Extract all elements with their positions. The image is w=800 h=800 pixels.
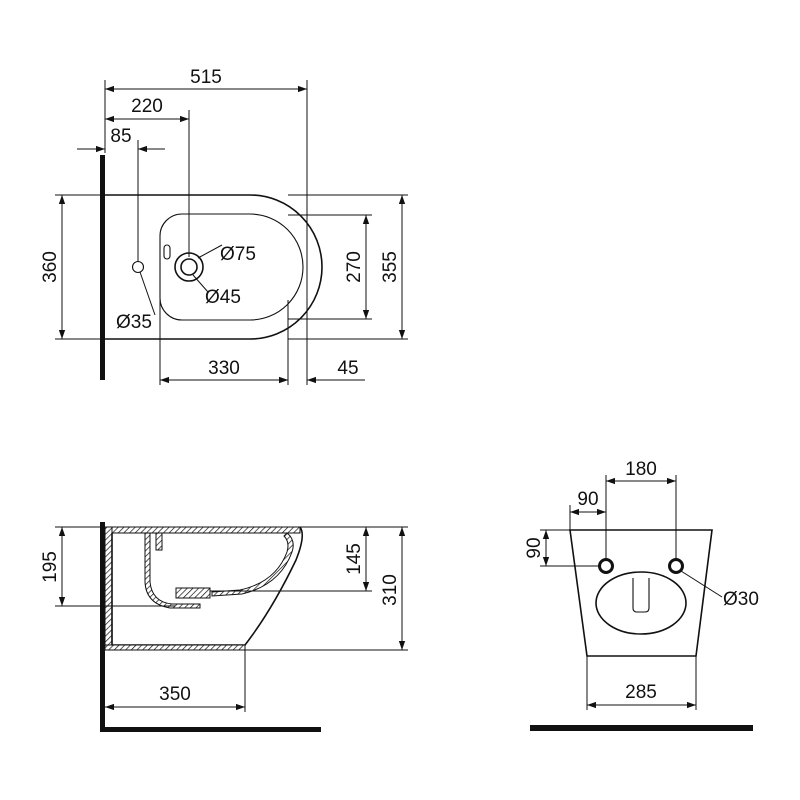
top-view: 515 220 85 360 270 355 330 45 Ø75 Ø45 Ø3… xyxy=(40,67,408,385)
dia-label-35: Ø35 xyxy=(116,312,152,333)
dim-label-45: 45 xyxy=(337,358,358,379)
side-view-top-rim xyxy=(111,526,301,534)
dim-label-180: 180 xyxy=(625,459,657,480)
dim-label-350: 350 xyxy=(159,684,191,705)
top-view-fixing-hole xyxy=(131,260,145,274)
dim-label-220: 220 xyxy=(131,96,163,117)
rear-view-fixing-hole-right xyxy=(668,558,684,574)
top-view-tap-hole-inner xyxy=(180,258,198,276)
dim-label-330: 330 xyxy=(208,358,240,379)
dim-label-310: 310 xyxy=(380,574,401,606)
side-view-wall xyxy=(100,522,105,732)
rear-view-body-outline xyxy=(569,529,713,657)
dia-label-75: Ø75 xyxy=(220,244,256,265)
side-view-tap-notch xyxy=(155,532,163,551)
dim-label-270: 270 xyxy=(344,251,365,283)
side-view-basin-wall xyxy=(144,532,201,609)
rear-view-fixing-hole-left xyxy=(598,558,614,574)
side-view-body-outline xyxy=(111,526,304,646)
dim-label-515: 515 xyxy=(190,67,222,88)
top-view-bidet-outline xyxy=(105,194,323,340)
side-view-floor xyxy=(100,727,321,732)
dim-label-85: 85 xyxy=(110,126,131,147)
side-view-base xyxy=(104,644,246,651)
side-view: 195 145 310 350 xyxy=(40,522,408,732)
dia-label-45: Ø45 xyxy=(205,287,241,308)
rear-view: 180 90 90 285 Ø30 xyxy=(524,459,759,731)
top-view-wall xyxy=(100,155,105,380)
dia-label-30: Ø30 xyxy=(723,589,759,610)
dim-label-90-vertical: 90 xyxy=(524,537,545,558)
rear-view-floor xyxy=(530,725,753,731)
dim-label-145: 145 xyxy=(344,543,365,575)
dim-label-195: 195 xyxy=(40,551,61,583)
dim-label-360: 360 xyxy=(40,251,61,283)
dim-label-355: 355 xyxy=(380,251,401,283)
rear-view-opening xyxy=(595,571,687,635)
dim-label-285: 285 xyxy=(625,682,657,703)
rear-view-drain-spout xyxy=(632,578,650,613)
top-view-inner-basin xyxy=(159,213,304,321)
side-view-back-section xyxy=(104,526,113,651)
dim-label-90-horizontal: 90 xyxy=(577,489,598,510)
top-view-overflow-slot xyxy=(163,244,171,260)
side-view-drain xyxy=(175,587,211,599)
side-view-front-wall xyxy=(211,532,294,597)
